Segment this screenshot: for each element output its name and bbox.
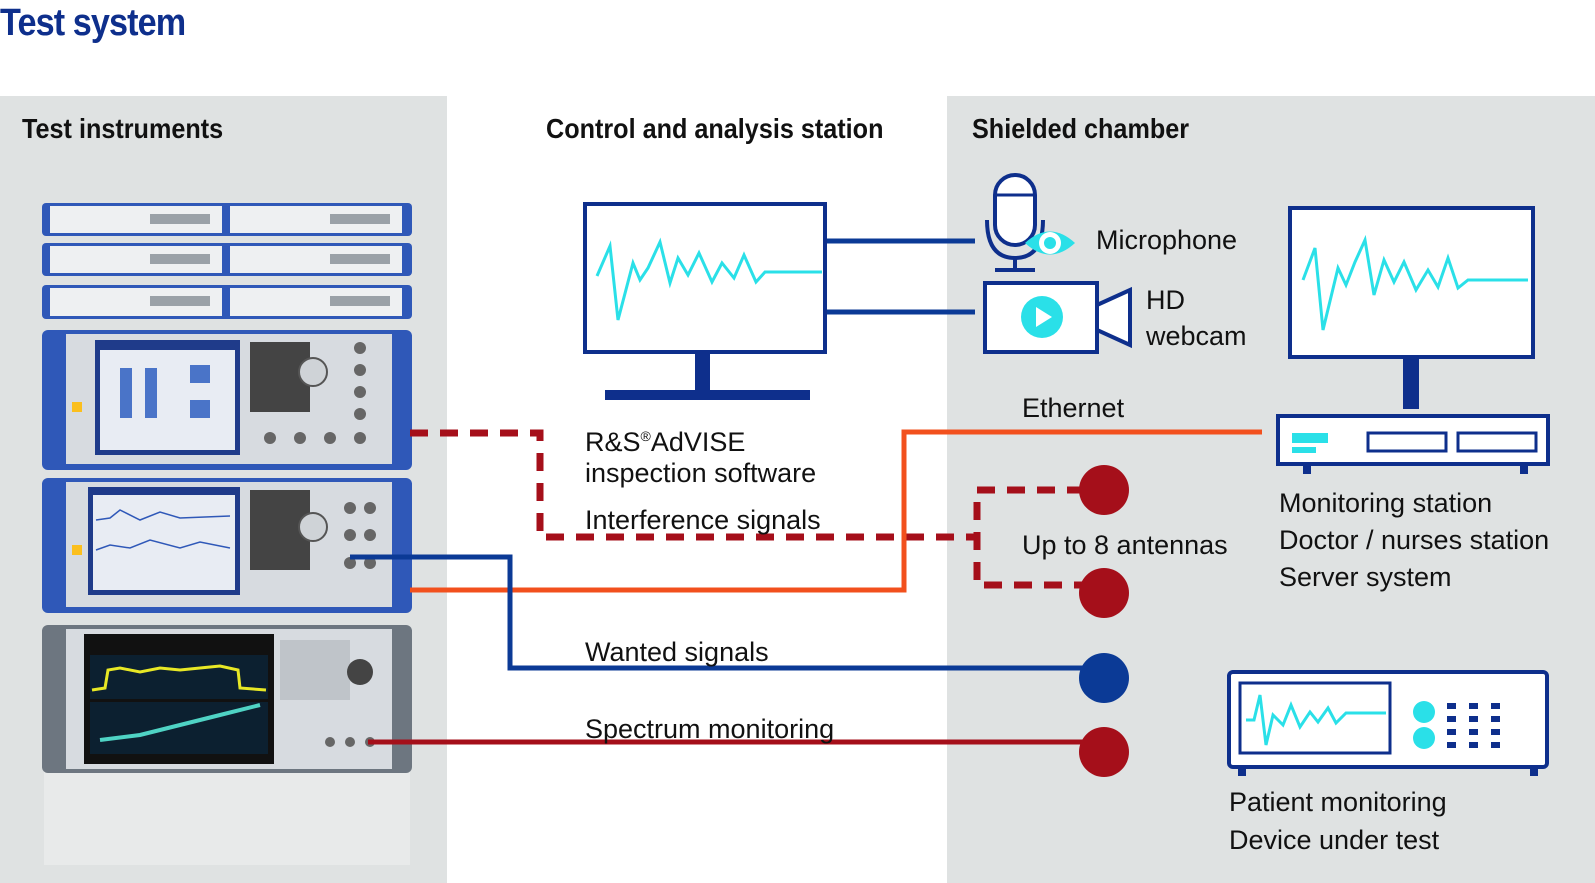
antennas [1079,465,1129,777]
patient-monitoring-label: Patient monitoring [1229,787,1447,817]
webcam-icon [983,281,1132,354]
antenna-dot [1079,568,1129,618]
webcam-label-line2: webcam [1146,321,1247,351]
webcam-label-line1: HD [1146,285,1185,315]
signal-generator [42,330,412,470]
antenna-branch-line [973,486,1085,589]
rack-reflection [44,770,410,865]
antenna-dot [1079,727,1129,777]
shielded-chamber-heading: Shielded chamber [972,113,1190,144]
connections [350,238,1262,745]
spectrum-monitoring-label: Spectrum monitoring [585,714,835,744]
antennas-label: Up to 8 antennas [1022,530,1228,560]
page-title: Test system [0,2,186,44]
control-station-monitor [583,202,827,400]
antenna-dot [1079,653,1129,703]
wanted-signals-label: Wanted signals [585,637,769,667]
instrument-rack [42,203,412,865]
monitoring-station-icon [1276,206,1550,474]
power-supply-units [42,203,412,319]
wanted-signal-line [350,554,1085,671]
microphone-label: Microphone [1096,225,1238,255]
doctor-station-label: Doctor / nurses station [1279,525,1550,555]
interference-signals-label: Interference signals [585,505,821,535]
antenna-dot [1079,465,1129,515]
spectrum-analyzer [42,625,412,773]
monitoring-station-label: Monitoring station [1279,488,1493,518]
control-station-heading: Control and analysis station [546,113,884,144]
ethernet-label: Ethernet [1022,393,1125,423]
software-name: R&S®AdVISE [585,427,746,457]
eye-icon [1025,231,1075,255]
software-description: inspection software [585,458,817,488]
patient-monitor-icon [1227,670,1549,776]
test-instruments-heading: Test instruments [22,113,224,144]
ethernet-line [410,429,1262,593]
server-system-label: Server system [1279,562,1452,592]
communication-tester [42,478,412,613]
microphone-icon [985,173,1045,272]
interference-signal-line [410,429,977,541]
device-under-test-label: Device under test [1229,825,1440,855]
